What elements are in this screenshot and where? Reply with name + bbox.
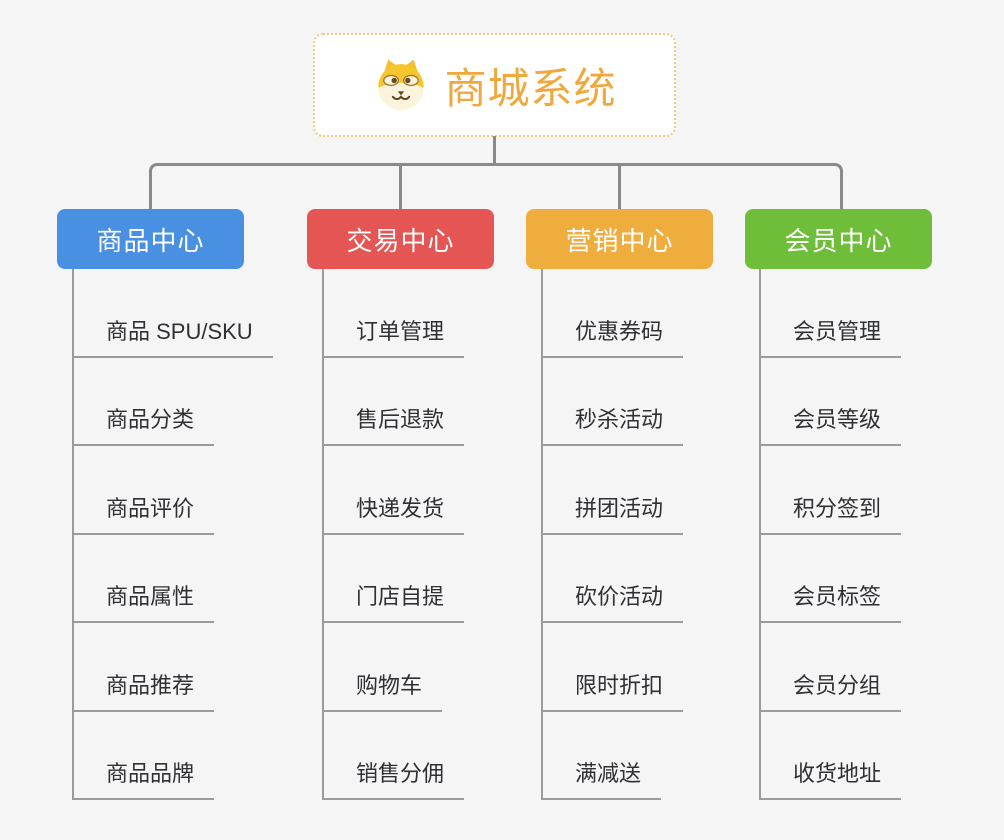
node-item[interactable]: 售后退款 (322, 404, 465, 446)
node-item[interactable]: 砍价活动 (541, 581, 684, 623)
node-item[interactable]: 会员管理 (759, 316, 902, 358)
node-item[interactable]: 优惠券码 (541, 316, 684, 358)
node-item[interactable]: 会员标签 (759, 581, 902, 623)
connector-root-stem (493, 136, 496, 165)
branch-member-children: 会员管理 会员等级 积分签到 会员标签 会员分组 收货地址 (759, 269, 1004, 800)
node-item[interactable]: 门店自提 (322, 581, 465, 623)
root-node[interactable]: 商城系统 (313, 33, 676, 137)
branch-marketing-children: 优惠券码 秒杀活动 拼团活动 砍价活动 限时折扣 满减送 (541, 269, 793, 800)
node-item[interactable]: 商品属性 (72, 581, 215, 623)
node-item[interactable]: 限时折扣 (541, 670, 684, 712)
connector-drop-trade (399, 166, 402, 210)
node-item[interactable]: 会员分组 (759, 670, 902, 712)
connector-bus (149, 163, 843, 210)
node-item[interactable]: 商品 SPU/SKU (72, 316, 273, 358)
connector-drop-marketing (618, 166, 621, 210)
branch-trade-center[interactable]: 交易中心 (307, 209, 494, 269)
node-item[interactable]: 购物车 (322, 670, 443, 712)
node-item[interactable]: 商品品牌 (72, 758, 215, 800)
branch-trade-children: 订单管理 售后退款 快递发货 门店自提 购物车 销售分佣 (322, 269, 574, 800)
root-title: 商城系统 (444, 64, 617, 112)
node-item[interactable]: 商品评价 (72, 493, 215, 535)
branch-marketing-center[interactable]: 营销中心 (526, 209, 713, 269)
branch-product-children: 商品 SPU/SKU 商品分类 商品评价 商品属性 商品推荐 商品品牌 (72, 269, 324, 800)
node-item[interactable]: 收货地址 (759, 758, 902, 800)
dog-face-icon (372, 56, 430, 114)
branch-member-center[interactable]: 会员中心 (745, 209, 932, 269)
node-item[interactable]: 满减送 (541, 758, 662, 800)
node-item[interactable]: 商品分类 (72, 404, 215, 446)
node-item[interactable]: 秒杀活动 (541, 404, 684, 446)
node-item[interactable]: 订单管理 (322, 316, 465, 358)
node-item[interactable]: 快递发货 (322, 493, 465, 535)
node-item[interactable]: 拼团活动 (541, 493, 684, 535)
node-item[interactable]: 会员等级 (759, 404, 902, 446)
node-item[interactable]: 商品推荐 (72, 670, 215, 712)
branch-product-center[interactable]: 商品中心 (57, 209, 244, 269)
node-item[interactable]: 销售分佣 (322, 758, 465, 800)
node-item[interactable]: 积分签到 (759, 493, 902, 535)
